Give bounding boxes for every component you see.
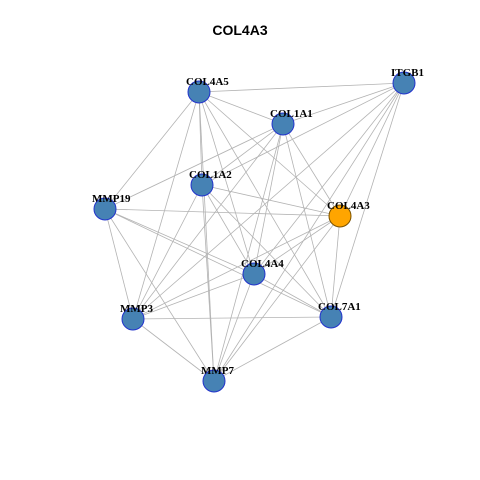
edge-itgb1-col4a4: [253, 82, 405, 275]
edge-col4a4-mmp7: [213, 273, 255, 382]
edge-itgb1-col4a3: [339, 82, 405, 217]
node-label-col7a1: COL7A1: [318, 301, 361, 313]
node-label-itgb1: ITGB1: [391, 67, 424, 79]
edge-col1a1-mmp7: [213, 123, 284, 382]
node-mmp19: [93, 197, 117, 221]
edge-col4a5-mmp3: [132, 91, 200, 320]
node-itgb1: [392, 71, 416, 95]
edge-mmp3-mmp7: [132, 318, 215, 382]
edge-col1a1-col7a1: [282, 123, 332, 318]
edge-col4a3-mmp7: [213, 215, 341, 382]
edge-col4a5-mmp19: [104, 91, 200, 210]
edge-col4a3-col4a4: [253, 215, 341, 275]
edge-col4a5-col4a4: [198, 91, 255, 275]
node-label-mmp3: MMP3: [120, 303, 153, 315]
edge-col4a4-col7a1: [253, 273, 332, 318]
label-layer: COL4A5 ITGB1COL1A1COL1A2MMP19COL4A3COL4A4…: [92, 67, 424, 377]
edge-mmp3-col7a1: [132, 316, 332, 320]
node-label-col4a3: COL4A3: [327, 200, 370, 212]
edge-col1a1-col4a3: [282, 123, 341, 217]
edge-col4a3-mmp3: [132, 215, 341, 320]
edge-col4a5-mmp7: [198, 91, 215, 382]
node-layer: [93, 71, 416, 393]
edge-col1a2-col4a3: [201, 184, 341, 217]
node-mmp3: [121, 307, 145, 331]
node-label-col4a4: COL4A4: [241, 258, 284, 270]
edge-col1a1-mmp19: [104, 123, 284, 210]
node-label-mmp19: MMP19: [92, 193, 131, 205]
node-mmp7: [202, 369, 226, 393]
edge-col4a4-mmp3: [132, 273, 255, 320]
edge-col1a2-col7a1: [201, 184, 332, 318]
node-col4a4: [242, 262, 266, 286]
edge-col1a1-mmp3: [132, 123, 284, 320]
node-col7a1: [319, 305, 343, 329]
edge-col1a1-col1a2: [201, 123, 284, 186]
node-col1a2: [190, 173, 214, 197]
node-col1a1: [271, 112, 295, 136]
edge-itgb1-col1a1: [282, 82, 405, 125]
edge-col4a5-col4a3: [198, 91, 341, 217]
edge-mmp19-mmp3: [104, 208, 134, 320]
node-label-col1a2: COL1A2: [189, 169, 232, 181]
edge-col4a3-col7a1: [330, 215, 341, 318]
diagram-title: COL4A3: [212, 22, 267, 38]
edge-itgb1-mmp7: [213, 82, 405, 382]
edge-col1a2-mmp3: [132, 184, 203, 320]
edge-col1a2-mmp7: [201, 184, 215, 382]
node-label-col1a1: COL1A1: [270, 108, 313, 120]
edge-mmp19-col7a1: [104, 208, 332, 318]
edge-col4a5-col1a1: [198, 91, 284, 125]
node-label-col4a5: COL4A5: [186, 76, 229, 88]
edge-itgb1-col1a2: [201, 82, 405, 186]
edge-layer: [104, 82, 405, 382]
edge-mmp19-col4a3: [104, 208, 341, 217]
node-col4a5: [187, 80, 211, 104]
node-label-mmp7: MMP7: [201, 365, 234, 377]
edge-mmp19-mmp7: [104, 208, 215, 382]
edge-col1a2-col4a4: [201, 184, 255, 275]
edge-col1a1-col4a4: [253, 123, 284, 275]
edge-col4a5-itgb1: [198, 82, 405, 93]
edge-col7a1-mmp7: [213, 316, 332, 382]
edge-itgb1-col7a1: [330, 82, 405, 318]
edge-mmp19-col4a4: [104, 208, 255, 275]
node-col4a3: [328, 204, 352, 228]
